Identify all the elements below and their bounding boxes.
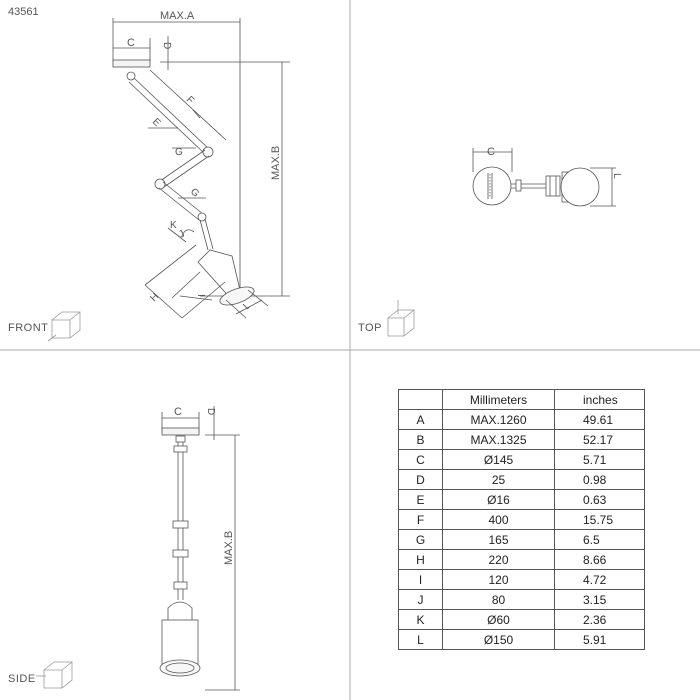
dimension-letter: A [398, 409, 443, 430]
front-i-label: I [195, 294, 206, 297]
front-e-label: E [150, 116, 163, 129]
table-header-empty [398, 389, 443, 410]
dimension-inches: 0.98 [554, 469, 645, 490]
dimension-millimeters: 165 [442, 529, 555, 550]
dimension-inches: 5.71 [554, 449, 645, 470]
side-c-label: C [174, 406, 182, 418]
dimension-letter: J [398, 589, 443, 610]
side-view: C D MAX.B [36, 406, 240, 691]
dimension-letter: C [398, 449, 443, 470]
top-c-label: C [487, 146, 495, 158]
dimension-inches: 52.17 [554, 429, 645, 450]
dimension-millimeters: 80 [442, 589, 555, 610]
front-d-label: D [161, 42, 172, 49]
dimension-letter: E [398, 489, 443, 510]
side-view-label: SIDE [8, 673, 36, 685]
front-k-label: K [170, 220, 177, 231]
front-h-label: H [148, 291, 161, 304]
front-g-upper-label: G [175, 147, 183, 158]
dimension-inches: 5.91 [554, 629, 645, 650]
side-max-b-label: MAX.B [223, 531, 235, 565]
dimension-millimeters: Ø145 [442, 449, 555, 470]
dimension-millimeters: 400 [442, 509, 555, 530]
dimension-inches: 15.75 [554, 509, 645, 530]
dimension-inches: 49.61 [554, 409, 645, 430]
top-view: C L [387, 146, 622, 337]
front-c-label: C [127, 37, 135, 49]
product-id: 43561 [8, 6, 39, 18]
dimension-inches: 4.72 [554, 569, 645, 590]
top-view-label: TOP [358, 322, 382, 334]
front-j-label: J [177, 229, 187, 241]
front-view-label: FRONT [8, 322, 49, 334]
side-d-label: D [205, 408, 216, 415]
dimension-letter: H [398, 549, 443, 570]
dimension-letter: K [398, 609, 443, 630]
front-f-label: F [184, 94, 196, 106]
dimension-millimeters: 120 [442, 569, 555, 590]
dimension-letter: B [398, 429, 443, 450]
dimension-inches: 0.63 [554, 489, 645, 510]
dimension-inches: 2.36 [554, 609, 645, 630]
dimension-millimeters: 220 [442, 549, 555, 570]
dimension-millimeters: Ø16 [442, 489, 555, 510]
dimension-inches: 6.5 [554, 529, 645, 550]
front-max-a-label: MAX.A [160, 10, 195, 22]
dimension-letter: F [398, 509, 443, 530]
dimension-letter: I [398, 569, 443, 590]
table-header-inches: inches [554, 389, 645, 410]
dimension-letter: G [398, 529, 443, 550]
dimension-millimeters: MAX.1260 [442, 409, 555, 430]
table-header-row: Millimeters inches [398, 389, 645, 410]
top-l-label: L [611, 173, 622, 179]
table-header-millimeters: Millimeters [442, 389, 555, 410]
front-max-b-label: MAX.B [270, 146, 282, 180]
dimension-millimeters: MAX.1325 [442, 429, 555, 450]
dimension-inches: 8.66 [554, 549, 645, 570]
dimension-inches: 3.15 [554, 589, 645, 610]
dimension-millimeters: Ø60 [442, 609, 555, 630]
dimension-letter: L [398, 629, 443, 650]
front-view: MAX.A C D MAX.B F E [47, 10, 290, 342]
dimension-letter: D [398, 469, 443, 490]
dimension-millimeters: Ø150 [442, 629, 555, 650]
dimension-millimeters: 25 [442, 469, 555, 490]
